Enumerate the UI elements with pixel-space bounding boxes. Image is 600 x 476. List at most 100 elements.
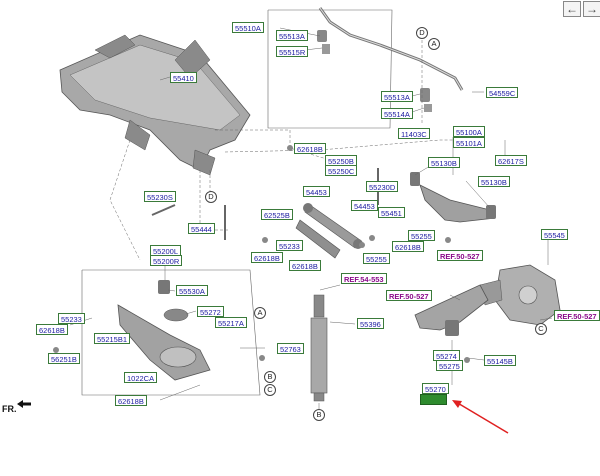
leader-line xyxy=(167,289,176,292)
shock-absorber xyxy=(310,294,328,402)
front-direction-label: FR. xyxy=(2,404,17,414)
callout-marker: C xyxy=(264,384,276,396)
part-label[interactable]: 55100A xyxy=(453,126,485,137)
part-label[interactable]: 55510A xyxy=(232,22,264,33)
part-label[interactable]: 55255 xyxy=(363,253,390,264)
nut xyxy=(369,235,375,241)
leader-line xyxy=(465,180,491,209)
part-label[interactable]: 52763 xyxy=(277,343,304,354)
part-label[interactable]: 55200R xyxy=(150,255,183,266)
stabilizer-bar-box xyxy=(267,9,393,129)
part-label[interactable]: 55233 xyxy=(58,313,85,324)
part-label[interactable]: 55250C xyxy=(325,165,358,176)
part-label[interactable]: 55215B1 xyxy=(94,333,131,344)
leader-line xyxy=(411,93,421,97)
leader-line xyxy=(539,317,553,321)
front-direction-arrow-icon xyxy=(17,400,31,408)
assembly-line xyxy=(109,139,141,261)
part-label[interactable]: 55514A xyxy=(381,108,413,119)
part-label[interactable]: 54453 xyxy=(303,186,330,197)
callout-marker: D xyxy=(416,27,428,39)
part-label[interactable]: 55145B xyxy=(484,355,516,366)
reference-link[interactable]: REF.50-527 xyxy=(386,290,432,301)
leader-line xyxy=(159,384,201,401)
arrow-left-icon: ← xyxy=(566,2,578,16)
arrow-right-icon: → xyxy=(586,2,598,16)
part-label[interactable]: 55217A xyxy=(215,317,247,328)
part-label[interactable]: 55275 xyxy=(436,360,463,371)
leader-line xyxy=(319,284,341,291)
nut xyxy=(53,347,59,353)
part-label[interactable]: 55396 xyxy=(357,318,384,329)
part-label[interactable]: 62618B xyxy=(289,260,321,271)
part-label[interactable]: 55130B xyxy=(478,176,510,187)
callout-marker: A xyxy=(254,307,266,319)
part-label[interactable]: 55101A xyxy=(453,137,485,148)
part-label[interactable]: 62618B xyxy=(36,324,68,335)
reference-link[interactable]: REF.54-553 xyxy=(341,273,387,284)
part-label[interactable]: 54453 xyxy=(351,200,378,211)
stabilizer-bracket xyxy=(424,104,432,112)
part-label[interactable]: 56251B xyxy=(48,353,80,364)
part-label[interactable]: 55230S xyxy=(144,191,176,202)
part-label[interactable]: 62618B xyxy=(294,143,326,154)
stabilizer-bar-inner xyxy=(319,7,463,91)
part-label[interactable]: 11403C xyxy=(398,128,430,139)
stabilizer-bushing xyxy=(317,30,327,42)
part-label[interactable]: 55530A xyxy=(176,285,208,296)
part-label[interactable]: 55272 xyxy=(197,306,224,317)
part-label[interactable]: 1022CA xyxy=(124,372,158,383)
spring-arm-box xyxy=(81,269,261,396)
part-label[interactable]: 55451 xyxy=(378,207,405,218)
lower-control-arm xyxy=(414,284,489,336)
part-label[interactable]: 55515R xyxy=(276,46,309,57)
forward-button[interactable]: → xyxy=(583,1,600,17)
part-label[interactable]: 62618B xyxy=(392,241,424,252)
part-label[interactable]: 55255 xyxy=(408,230,435,241)
part-label[interactable]: 62618B xyxy=(251,252,283,263)
callout-marker: B xyxy=(264,371,276,383)
part-label[interactable]: 54559C xyxy=(486,87,519,98)
leader-line xyxy=(159,76,171,81)
pointer-arrow xyxy=(455,401,509,434)
part-label[interactable]: 62618B xyxy=(115,395,147,406)
leader-line xyxy=(329,321,356,325)
part-label[interactable]: 55545 xyxy=(541,229,568,240)
part-label[interactable]: 55270 xyxy=(422,383,449,394)
part-label[interactable]: 55444 xyxy=(188,223,215,234)
leader-line xyxy=(185,310,197,315)
assembly-line xyxy=(215,129,331,161)
nut xyxy=(445,237,451,243)
part-label[interactable]: 62525B xyxy=(261,209,293,220)
assembly-line xyxy=(224,139,480,153)
part-label[interactable]: 55513A xyxy=(381,91,413,102)
back-button[interactable]: ← xyxy=(563,1,581,17)
part-label[interactable]: 55513A xyxy=(276,30,308,41)
part-label[interactable]: 55130B xyxy=(428,157,460,168)
leader-line xyxy=(449,294,461,301)
part-label-highlighted[interactable]: 55271 xyxy=(420,394,447,405)
stabilizer-bushing xyxy=(420,88,430,102)
part-label[interactable]: 55410 xyxy=(170,72,197,83)
lateral-link xyxy=(295,203,363,259)
pointer-arrow-head xyxy=(452,400,462,408)
bolt xyxy=(151,204,176,216)
nut xyxy=(262,237,268,243)
part-label[interactable]: 55233 xyxy=(276,240,303,251)
reference-link[interactable]: REF.50-527 xyxy=(554,310,600,321)
callout-marker: C xyxy=(535,323,547,335)
leader-line xyxy=(411,107,425,113)
nut xyxy=(259,355,265,361)
part-label[interactable]: 55230D xyxy=(366,181,399,192)
leader-line xyxy=(467,357,485,361)
spring-lower-arm xyxy=(117,280,211,381)
rear-subframe xyxy=(59,34,251,176)
nut xyxy=(464,357,470,363)
callout-marker: B xyxy=(313,409,325,421)
nut xyxy=(287,145,293,151)
part-label[interactable]: 62617S xyxy=(495,155,527,166)
rear-knuckle xyxy=(479,264,561,326)
reference-link[interactable]: REF.50-527 xyxy=(437,250,483,261)
nut xyxy=(359,242,365,248)
